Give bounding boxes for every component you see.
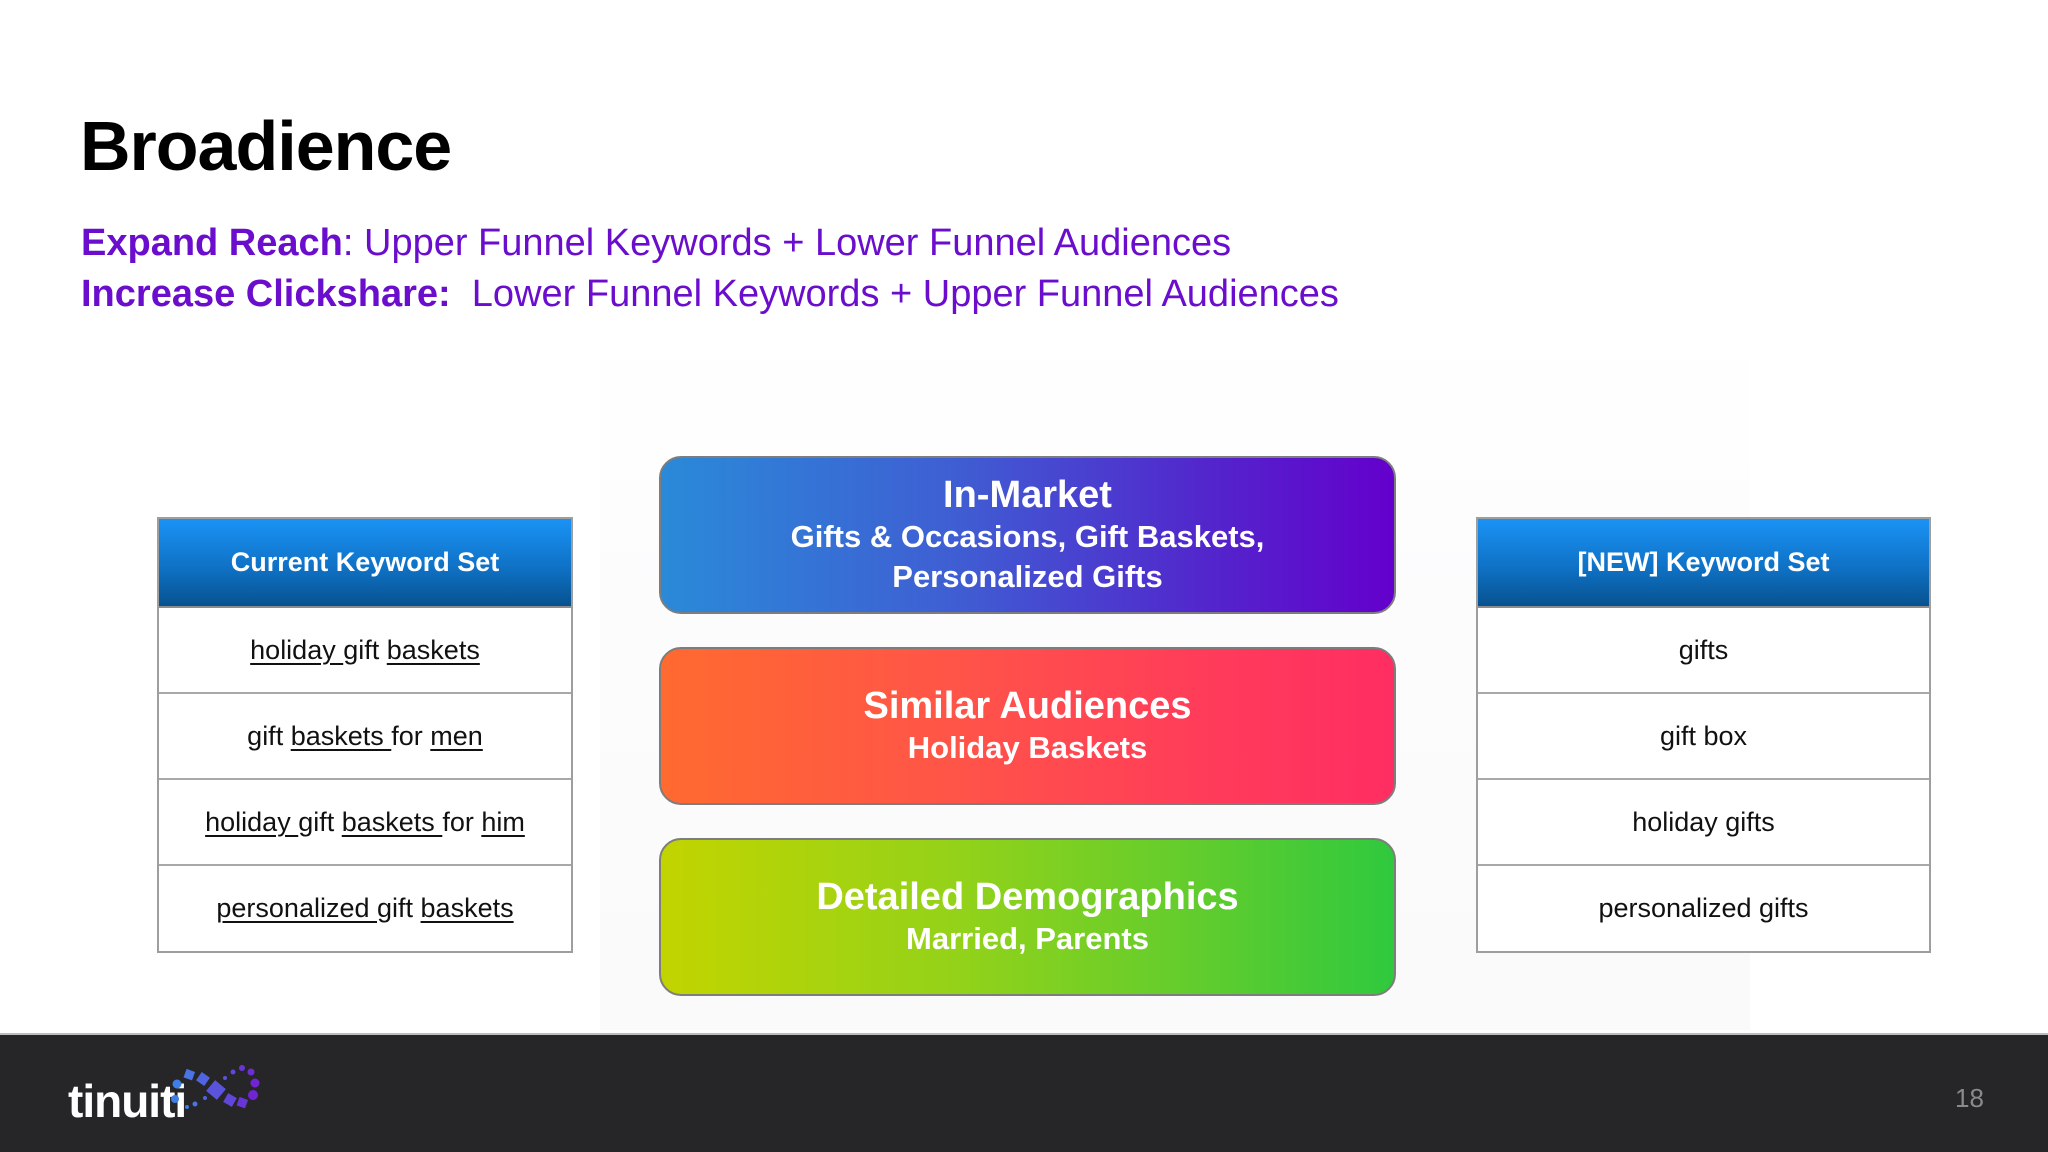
slide-title: Broadience	[80, 107, 452, 185]
audience-subtitle: Holiday Baskets	[907, 730, 1148, 765]
keyword-part: baskets	[290, 720, 392, 751]
subtitle-increase-clickshare: Increase Clickshare: Lower Funnel Keywor…	[81, 271, 1339, 317]
footer-bar	[0, 1033, 2048, 1152]
new-keyword-row: personalized gifts	[1598, 892, 1809, 923]
subtitle-separator: :	[342, 222, 364, 264]
keyword-part: holiday	[205, 806, 299, 837]
audience-box-detailed-demographics: Detailed Demographics Married, Parents	[659, 838, 1396, 996]
keyword-part: gift	[343, 634, 387, 665]
subtitle-separator	[451, 273, 472, 315]
page-number: 18	[1955, 1083, 1984, 1113]
keyword-part: gift	[298, 806, 342, 837]
current-keyword-table: Current Keyword Set holiday gift baskets…	[157, 517, 573, 953]
subtitle-label: Increase Clickshare:	[81, 273, 451, 315]
subtitle-text: Lower Funnel Keywords + Upper Funnel Aud…	[471, 273, 1339, 315]
subtitle-text: Upper Funnel Keywords + Lower Funnel Aud…	[364, 222, 1232, 264]
audience-title: Detailed Demographics	[816, 876, 1239, 918]
keyword-part: gift	[247, 720, 291, 751]
subtitle-label: Expand Reach	[81, 222, 343, 264]
keyword-part: holiday	[250, 634, 344, 665]
keyword-part: baskets	[420, 892, 514, 923]
audience-subtitle: Married, Parents	[906, 921, 1149, 956]
audience-title: In-Market	[943, 474, 1112, 516]
keyword-part: for	[442, 806, 482, 837]
new-keyword-table: [NEW] Keyword Set gifts gift box holiday…	[1476, 517, 1931, 953]
current-keyword-row: holiday gift baskets	[159, 608, 571, 694]
audience-subtitle: Gifts & Occasions, Gift Baskets,	[790, 519, 1265, 554]
subtitle-expand-reach: Expand Reach: Upper Funnel Keywords + Lo…	[81, 220, 1231, 266]
keyword-part: for	[391, 720, 431, 751]
audience-title: Similar Audiences	[863, 685, 1192, 727]
new-keyword-row: gift box	[1478, 694, 1929, 780]
keyword-part: personalized	[216, 892, 377, 923]
keyword-part: baskets	[386, 634, 480, 665]
audience-subtitle: Personalized Gifts	[892, 559, 1163, 594]
tinuiti-infinity-logo-icon	[171, 1065, 260, 1109]
tinuiti-logo-text: tinuiti	[68, 1075, 187, 1127]
current-keyword-row: holiday gift baskets for him	[159, 780, 571, 866]
keyword-part: gift	[377, 892, 421, 923]
keyword-part: him	[481, 806, 525, 837]
audience-box-in-market: In-Market Gifts & Occasions, Gift Basket…	[659, 456, 1396, 614]
current-keyword-row: personalized gift baskets	[159, 866, 571, 950]
audience-box-similar-audiences: Similar Audiences Holiday Baskets	[659, 647, 1396, 805]
new-keyword-row: holiday gifts	[1478, 780, 1929, 866]
keyword-part: men	[430, 720, 483, 751]
new-keyword-header: [NEW] Keyword Set	[1478, 519, 1929, 608]
current-keyword-row: gift baskets for men	[159, 694, 571, 780]
keyword-part: baskets	[341, 806, 443, 837]
new-keyword-row: gifts	[1478, 608, 1929, 694]
current-keyword-header: Current Keyword Set	[159, 519, 571, 608]
